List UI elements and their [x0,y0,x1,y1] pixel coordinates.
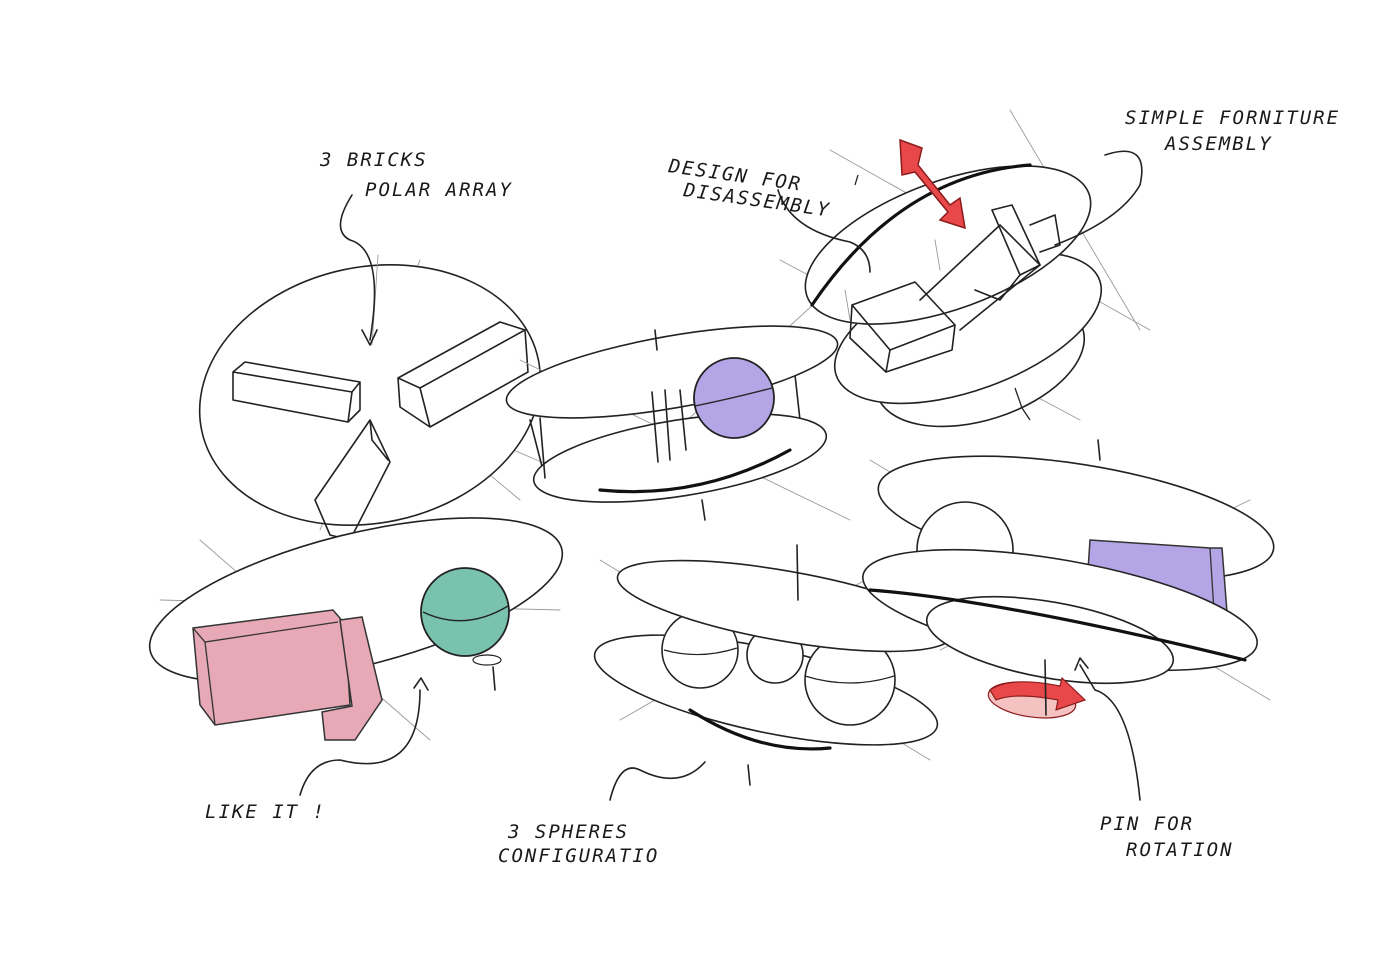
furniture-note-line1: SIMPLE FORNITURE [1125,107,1340,129]
disassembly-leader [777,189,871,273]
furniture-note-line2: ASSEMBLY [1164,133,1273,155]
bricks-note-line2: POLAR ARRAY [365,179,513,201]
disassembly-unit [779,109,1151,428]
rotation-unit [862,439,1275,719]
pink-block [192,609,351,726]
bricks-note-line1: 3 BRICKS [319,149,428,171]
spheres-unit [593,544,954,786]
right-brick [397,321,529,428]
leader-lines [299,150,1143,801]
spheres-note-line1: 3 SPHERES [507,821,629,843]
annotations: 3 BRICKS POLAR ARRAY DESIGN FOR DISASSEM… [205,107,1340,867]
spheres-note-line2: CONFIGURATIO [498,845,659,867]
lavender-unit-bottom-disk [532,413,828,503]
pink-block-unit [148,517,564,741]
lavender-sphere-unit [505,279,851,521]
pin-note-line1: PIN FOR [1100,813,1194,835]
rotation-arrow [989,676,1087,711]
like-leader [299,689,421,796]
furniture-leader [1054,150,1143,246]
rotation-bottom-disk [925,595,1175,685]
like-note: LIKE IT ! [205,801,326,823]
pin-leader [1079,664,1141,801]
bricks-polar-array-unit [198,254,561,541]
pink-block-stand [321,616,383,741]
disassembly-block-a [849,281,956,373]
spheres-leader [609,761,706,801]
disassembly-double-arrow [899,138,966,230]
bricks-leader [339,194,376,341]
bricks-top-disk [198,263,542,527]
teal-sphere [420,567,510,657]
lavender-unit-top-disk [505,325,839,419]
pin-note-line2: ROTATION [1126,839,1234,861]
left-brick [232,361,361,423]
